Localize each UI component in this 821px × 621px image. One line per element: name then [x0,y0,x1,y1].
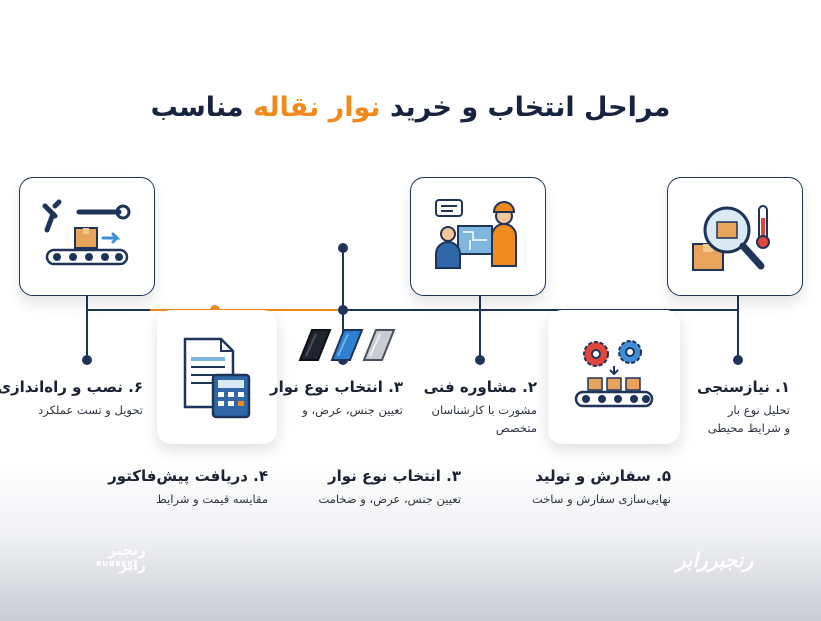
step-desc: مقایسه قیمت و شرایط [108,491,268,509]
step-3a-text: ۳. انتخاب نوع نوار تعیین جنس، عرض، و [270,378,403,420]
brand-fa-line: رابر [119,558,146,574]
engineer-consultation-icon [435,198,517,269]
connector-navy-left [86,309,150,311]
magnifier-box-thermometer-icon [692,204,770,271]
step-desc-line: متخصص [495,420,537,435]
step-6-text: ۶. نصب و راه‌اندازی تحویل و تست عملکرد [0,378,143,420]
step-3b-text: ۳. انتخاب نوع نوار تعیین جنس، عرض، و ضخا… [318,467,461,509]
step-title: ۶. نصب و راه‌اندازی [0,378,143,396]
step-title: ۴. دریافت پیش‌فاکتور [108,467,268,485]
step-desc-line: تعیین جنس، عرض، و [302,403,403,417]
card-step-2 [410,177,546,296]
connector-v-s6 [86,292,88,360]
connector-v-s2 [479,292,481,360]
step-desc: تعیین جنس، عرض، و ضخامت [318,491,461,509]
step-title: ۳. انتخاب نوع نوار [327,467,461,485]
title-highlight: نوار نقاله [253,92,381,123]
step-2-text: ۲. مشاوره فنی مشورت با کارشناسان متخصص [424,378,537,438]
brand-watermark-right: رنجبررابر [676,548,754,572]
brand-logo-left: رنجبر رابر RUBBER [66,543,146,574]
invoice-calculator-icon [183,337,251,419]
step-title: ۲. مشاوره فنی [423,378,537,396]
card-step-1 [667,177,803,296]
step-desc: تحویل و تست عملکرد [0,402,143,420]
connector-navy-right [343,309,738,311]
step-title: ۳. انتخاب نوع نوار [269,378,403,396]
step-title: ۱. نیازسنجی [697,378,790,396]
connector-dot [338,243,348,253]
card-step-6 [19,177,155,296]
connector-v-s1 [737,292,739,360]
step-4-text: ۴. دریافت پیش‌فاکتور مقایسه قیمت و شرایط [108,467,268,509]
title-part1: مراحل انتخاب و خرید [389,92,671,123]
step-desc-line: و شرایط محیطی [707,420,790,435]
step-desc-line: تحلیل نوع بار [727,403,790,417]
title-part2: مناسب [150,92,244,123]
connector-dot [733,355,743,365]
brand-fa-line: رنجبر [108,543,146,559]
step-1-text: ۱. نیازسنجی تحلیل نوع بار و شرایط محیطی [697,378,790,438]
conveyor-belt-samples-icon [298,329,396,361]
connector-dot [475,355,485,365]
connector-v-s3 [342,248,344,360]
connector-dot [82,355,92,365]
card-step-4 [157,310,277,444]
step-desc: نهایی‌سازی سفارش و ساخت [532,491,671,509]
belt-samples [296,322,396,372]
step-desc: تحلیل نوع بار و شرایط محیطی [697,402,790,438]
step-5-text: ۵. سفارش و تولید نهایی‌سازی سفارش و ساخت [532,467,671,509]
wrench-conveyor-icon [42,199,131,265]
step-title: ۵. سفارش و تولید [535,467,671,485]
step-desc-line: نهایی‌سازی سفارش و ساخت [531,492,671,506]
step-desc-line: مشورت با کارشناسان [431,403,537,417]
step-desc: مشورت با کارشناسان متخصص [424,402,537,438]
step-desc-line: تحویل و تست عملکرد [38,403,143,417]
step-desc: تعیین جنس، عرض، و [270,402,403,420]
brand-en: RUBBER [96,560,134,568]
gears-conveyor-icon [574,340,654,408]
page-title: مراحل انتخاب و خرید نوار نقاله مناسب [0,92,821,123]
step-desc-line: مقایسه قیمت و شرایط [156,492,268,506]
connector-dot [338,305,348,315]
step-desc-line: تعیین جنس، عرض، و ضخامت [318,492,461,506]
card-step-5 [548,310,680,444]
